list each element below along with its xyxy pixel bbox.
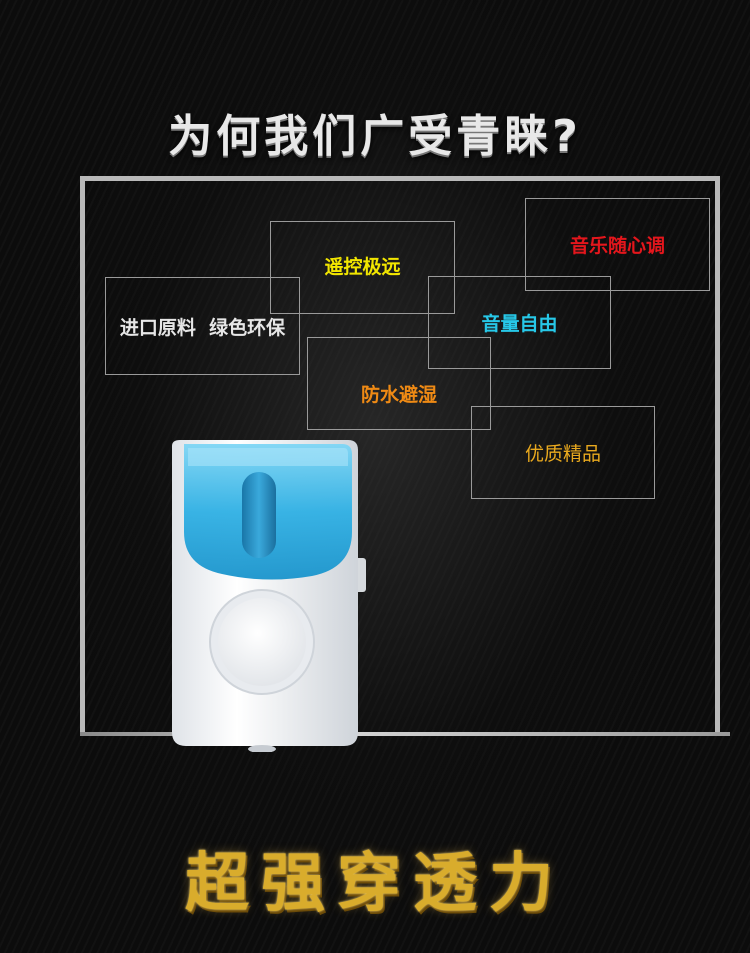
feature-box-quality: 优质精品 bbox=[471, 406, 655, 499]
speaker-grille bbox=[218, 598, 306, 686]
feature-box-waterproof: 防水避湿 bbox=[307, 337, 491, 430]
indicator-slot bbox=[242, 472, 276, 558]
feature-box-remote: 遥控极远 bbox=[270, 221, 455, 314]
feature-box-material: 进口原料 绿色环保 bbox=[105, 277, 300, 375]
display-frame bbox=[80, 176, 720, 736]
feature-label-music: 音乐随心调 bbox=[569, 235, 665, 257]
doorbell-receiver-image bbox=[172, 440, 366, 752]
headline: 为何我们广受青睐? bbox=[168, 111, 582, 162]
feature-label-waterproof: 防水避湿 bbox=[360, 384, 437, 406]
feature-box-music: 音乐随心调 bbox=[525, 198, 710, 291]
bottom-title: 超强穿透力 bbox=[185, 847, 565, 921]
feature-label-remote: 遥控极远 bbox=[324, 256, 401, 278]
feature-box-volume: 音量自由 bbox=[428, 276, 611, 369]
feature-label-quality: 优质精品 bbox=[524, 443, 601, 465]
feature-label-material: 进口原料 绿色环保 bbox=[119, 316, 286, 339]
feature-label-volume: 音量自由 bbox=[481, 313, 558, 335]
frame-bottom-edge bbox=[80, 732, 730, 736]
